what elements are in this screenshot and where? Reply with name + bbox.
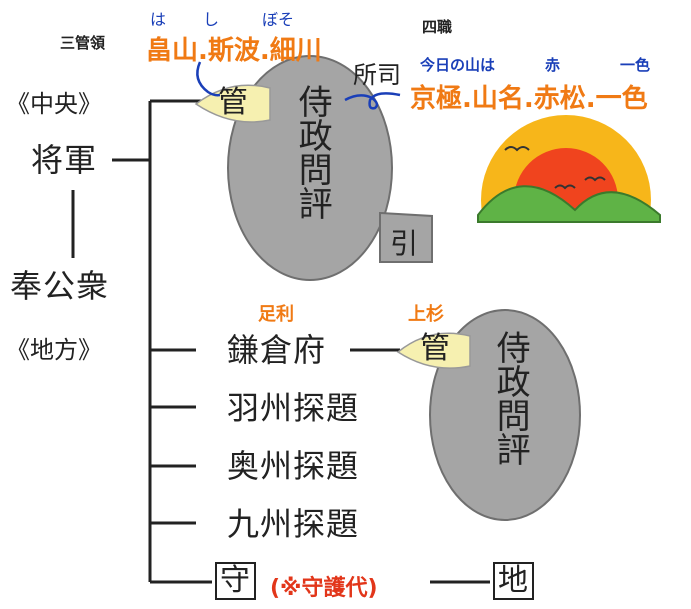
shishiki-label: 四職 — [422, 18, 453, 36]
kamakurafu-label: 鎌倉府 — [227, 331, 327, 369]
kanrei-reading-ha: は — [150, 10, 167, 29]
kyushu-tandai-label: 九州探題 — [227, 505, 360, 543]
kamakura-kan-char: 管 — [420, 331, 451, 366]
shoshi-label: 所司 — [353, 61, 401, 89]
kamakura-kan-leaf — [396, 332, 471, 369]
kanrei-reading-boso: ぼそ — [262, 10, 295, 29]
shishiki-hint-1: 今日の山は — [420, 56, 496, 74]
uushu-tandai-label: 羽州探題 — [227, 389, 360, 427]
hokoshu-label: 奉公衆 — [10, 267, 110, 305]
shishiki-families: 京極.山名.赤松.一色 — [410, 84, 648, 114]
shogun-label: 将軍 — [31, 141, 98, 179]
shishiki-hint-2: 赤 — [545, 56, 561, 74]
oushu-tandai-label: 奥州探題 — [227, 447, 360, 485]
shugo-box: 守 — [215, 562, 256, 600]
shishiki-hint-3: 一色 — [620, 56, 651, 74]
shugodai-note: (※守護代) — [270, 576, 378, 601]
kanrei-char: 管 — [218, 85, 249, 120]
kamakura-organs-text: 侍政問評 — [490, 330, 531, 466]
sankanrei-label: 三管領 — [60, 34, 106, 52]
hikitsuke-tab — [379, 211, 433, 263]
central-organs-text: 侍政問評 — [292, 84, 333, 220]
kanrei-families: 畠山.斯波.細川 — [146, 36, 322, 66]
chuo-label: 《中央》 — [6, 90, 102, 118]
chiho-label: 《地方》 — [6, 336, 102, 364]
hikitsuke-char: 引 — [390, 227, 419, 260]
sunset-illustration — [475, 115, 675, 292]
uesugi-note: 上杉 — [408, 304, 444, 325]
kamakura-ashikaga-note: 足利 — [258, 304, 294, 325]
kanrei-reading-shi: し — [203, 10, 220, 29]
jito-box: 地 — [493, 562, 534, 600]
